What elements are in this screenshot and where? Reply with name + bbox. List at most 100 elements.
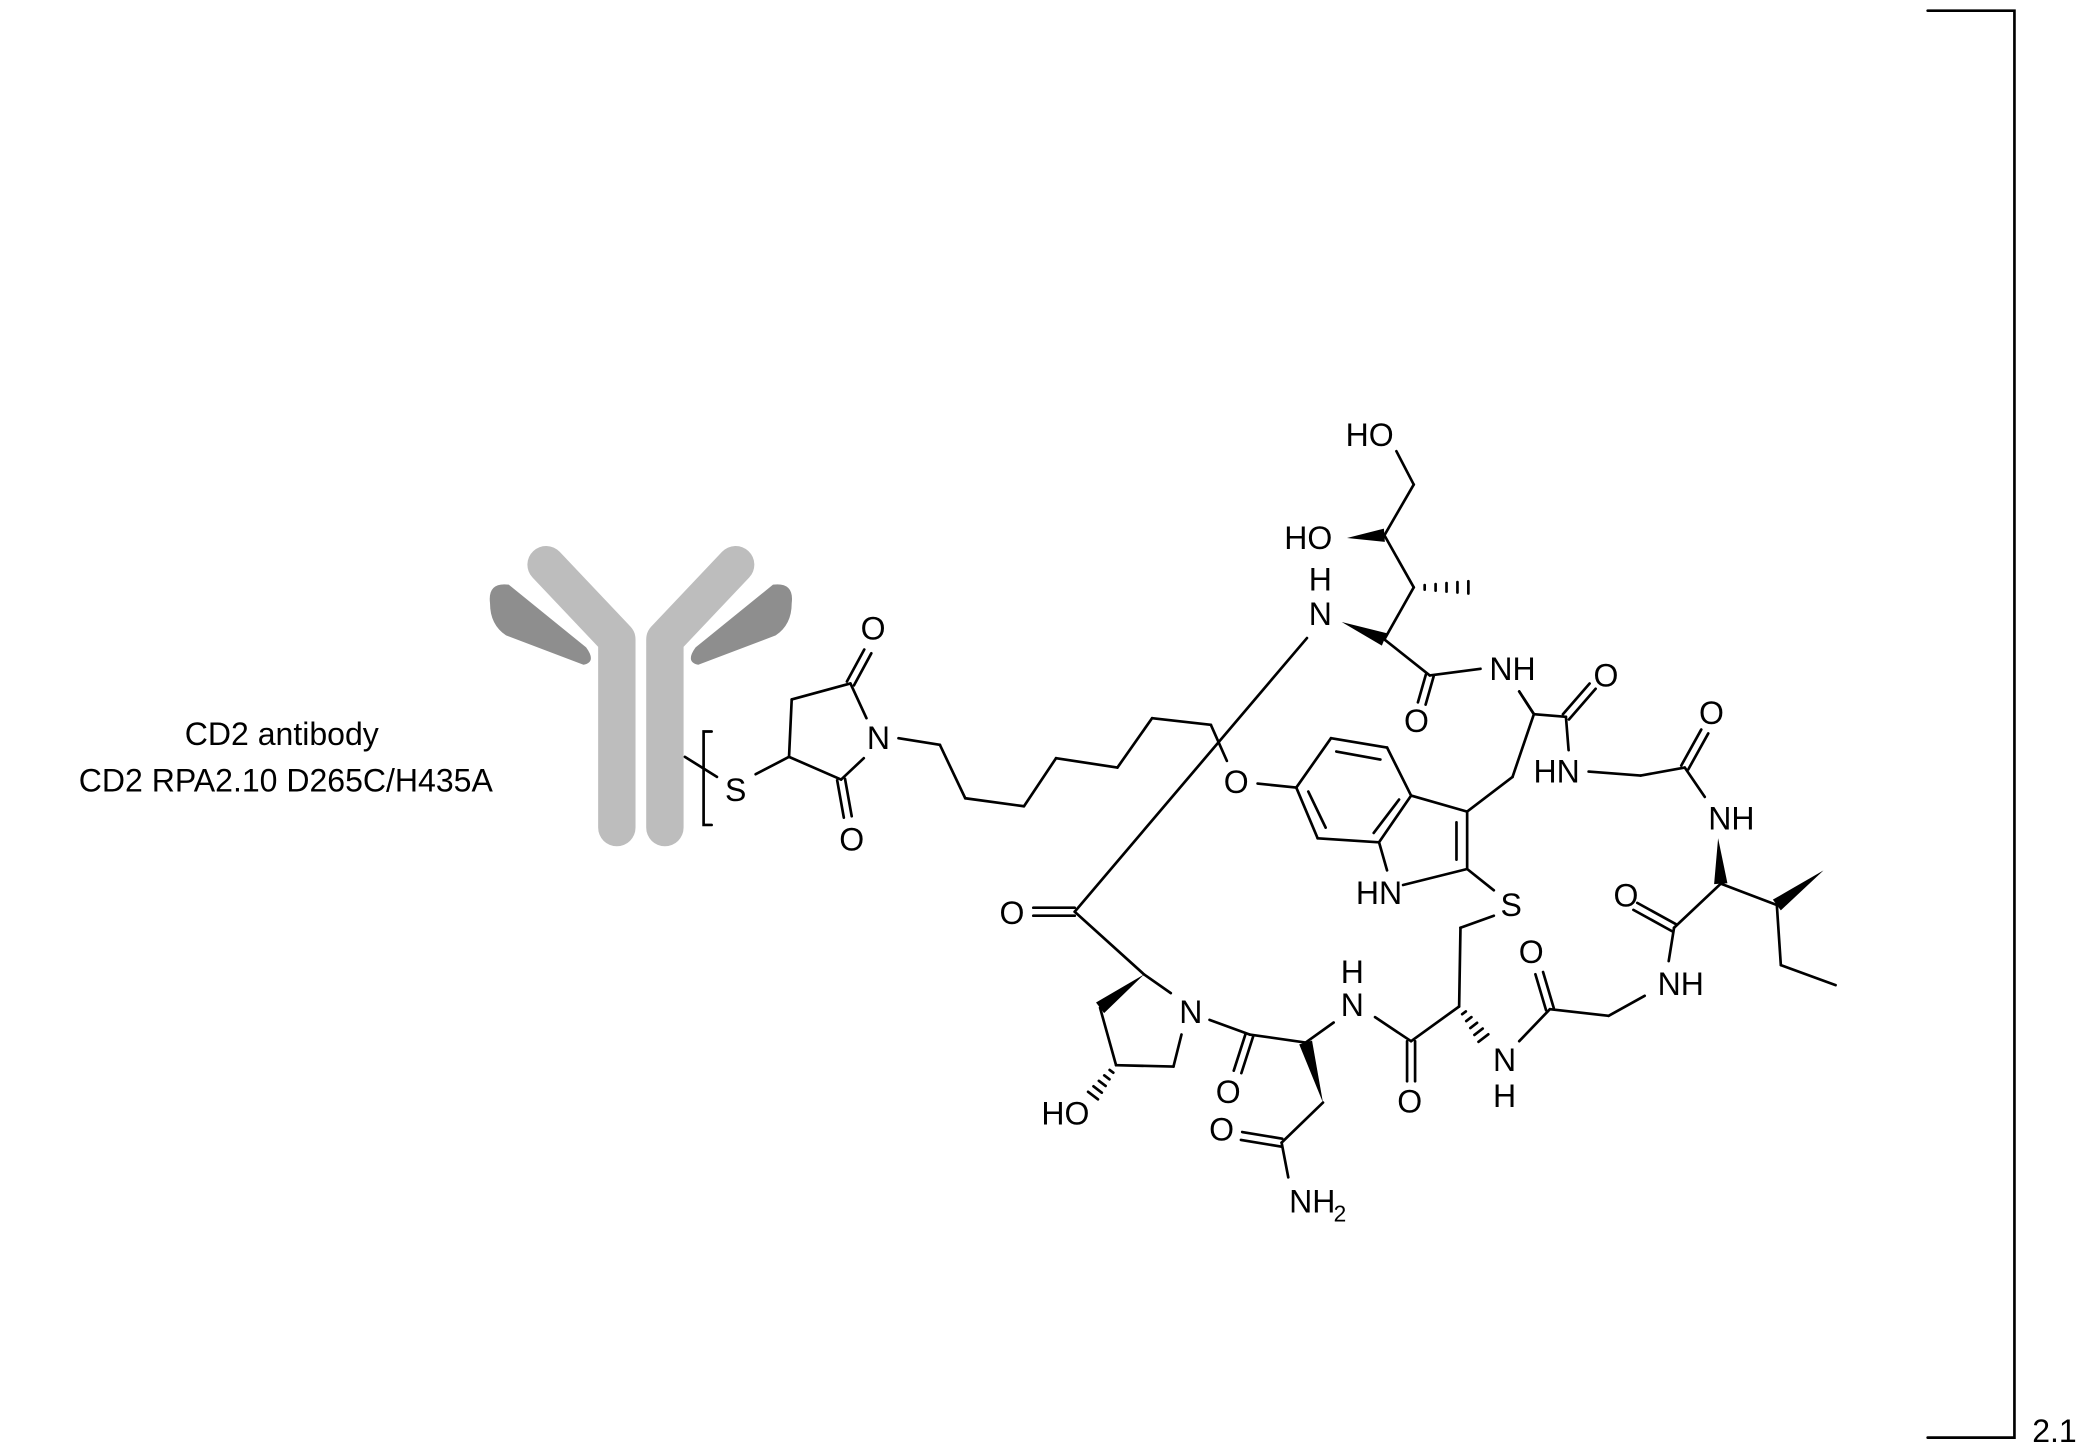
double-bond — [835, 778, 846, 819]
double-bond — [845, 648, 866, 683]
single-bond — [1114, 1063, 1175, 1068]
single-bond — [1172, 1033, 1183, 1068]
single-bond — [1304, 1021, 1335, 1044]
single-bond — [1465, 775, 1514, 813]
hashed-bond — [1102, 1074, 1111, 1081]
single-bond — [1377, 840, 1389, 872]
heavy-chain-left — [527, 545, 636, 847]
atom-label: HO — [1346, 417, 1394, 453]
antibody-icon — [489, 545, 793, 847]
single-bond — [1294, 786, 1319, 840]
atom-label: O — [1519, 934, 1544, 970]
atom-label: HN — [1356, 875, 1402, 911]
atom-label: NH — [1289, 1183, 1335, 1219]
antibody-name: CD2 antibody — [185, 716, 379, 752]
single-bond — [1532, 712, 1568, 719]
hashed-bond — [1092, 1084, 1104, 1094]
single-bond — [1098, 1006, 1118, 1067]
single-bond — [1073, 910, 1146, 976]
hashed-bond — [1468, 1021, 1479, 1030]
drug-antibody-ratio: 2.1 — [2032, 1413, 2077, 1449]
wedge-bond — [1714, 838, 1728, 885]
single-bond — [1385, 746, 1413, 797]
single-bond — [1377, 794, 1413, 844]
atom-label: O — [1594, 657, 1619, 693]
double-bond — [852, 651, 873, 687]
atom-label: O — [1614, 878, 1639, 914]
double-bond — [1686, 732, 1710, 771]
single-bond — [1280, 1101, 1325, 1144]
atom-label: H — [1341, 954, 1364, 990]
single-bond — [1719, 882, 1779, 907]
single-bond — [1401, 867, 1469, 887]
single-bond — [1372, 798, 1401, 835]
double-bond — [1635, 901, 1678, 926]
single-bond — [1334, 750, 1382, 761]
atom-label: NH — [1708, 800, 1754, 836]
single-bond — [963, 796, 1026, 808]
single-bond — [1383, 638, 1432, 677]
hashed-bond — [1464, 1015, 1473, 1023]
single-bond — [1409, 1005, 1461, 1043]
double-bond — [1239, 1138, 1283, 1148]
single-bond — [1667, 926, 1676, 963]
atom-label: O — [1209, 1111, 1234, 1147]
single-bond — [1428, 667, 1482, 677]
single-bond — [1150, 716, 1213, 727]
wedge-bond — [1772, 870, 1824, 911]
atom-label: H — [1493, 1078, 1516, 1114]
atom-label: O — [839, 822, 864, 858]
single-bond — [1208, 1018, 1251, 1036]
single-bond — [1294, 736, 1333, 789]
atom-label-subscript: 2 — [1334, 1200, 1347, 1226]
atom-label: NH — [1658, 966, 1704, 1002]
atom-label: O — [1397, 1083, 1422, 1119]
payload-bracket — [1926, 9, 2016, 1439]
single-bond — [1779, 963, 1837, 987]
single-bond — [683, 755, 719, 779]
atom-label: N — [1309, 596, 1332, 632]
double-bond — [1240, 1130, 1284, 1141]
single-bond — [1517, 690, 1536, 716]
wedge-bond — [1096, 974, 1145, 1014]
single-bond — [1775, 903, 1783, 967]
hashed-bond — [1108, 1068, 1115, 1075]
single-bond — [1142, 973, 1173, 995]
atom-label: N — [1341, 987, 1364, 1023]
single-bond — [1639, 766, 1687, 777]
single-bond — [790, 682, 852, 701]
single-bond — [938, 743, 967, 800]
hashed-bond — [1097, 1079, 1107, 1088]
atom-label: HO — [1284, 520, 1332, 556]
double-bond — [1232, 1031, 1248, 1073]
single-bond — [754, 755, 791, 776]
atom-label: N — [867, 720, 890, 756]
single-bond — [1564, 715, 1570, 752]
atom-label: N — [1493, 1042, 1516, 1078]
single-bond — [1395, 449, 1416, 486]
single-bond — [1683, 766, 1707, 799]
attachment-bracket — [702, 730, 713, 827]
atom-label: O — [1699, 695, 1724, 731]
single-bond — [1607, 994, 1647, 1018]
single-bond — [1316, 836, 1381, 844]
atom-label: S — [1501, 887, 1522, 923]
double-bond — [1534, 972, 1548, 1012]
double-bond — [1240, 1034, 1255, 1075]
atom-label: HN — [1533, 754, 1579, 790]
single-bond — [1459, 914, 1496, 930]
single-bond — [787, 755, 843, 781]
atom-label: S — [725, 772, 746, 808]
hashed-bond — [1460, 1010, 1468, 1016]
double-bond — [1541, 970, 1556, 1010]
single-bond — [1517, 1007, 1552, 1043]
single-bond — [1548, 1007, 1610, 1018]
single-bond — [1306, 790, 1327, 829]
bonds — [683, 449, 1837, 1179]
double-bond — [1567, 687, 1597, 721]
wedge-bond — [1299, 1040, 1323, 1103]
single-bond — [1054, 756, 1119, 769]
atom-label: O — [1224, 764, 1249, 800]
single-bond — [897, 736, 942, 747]
single-bond — [849, 682, 868, 720]
